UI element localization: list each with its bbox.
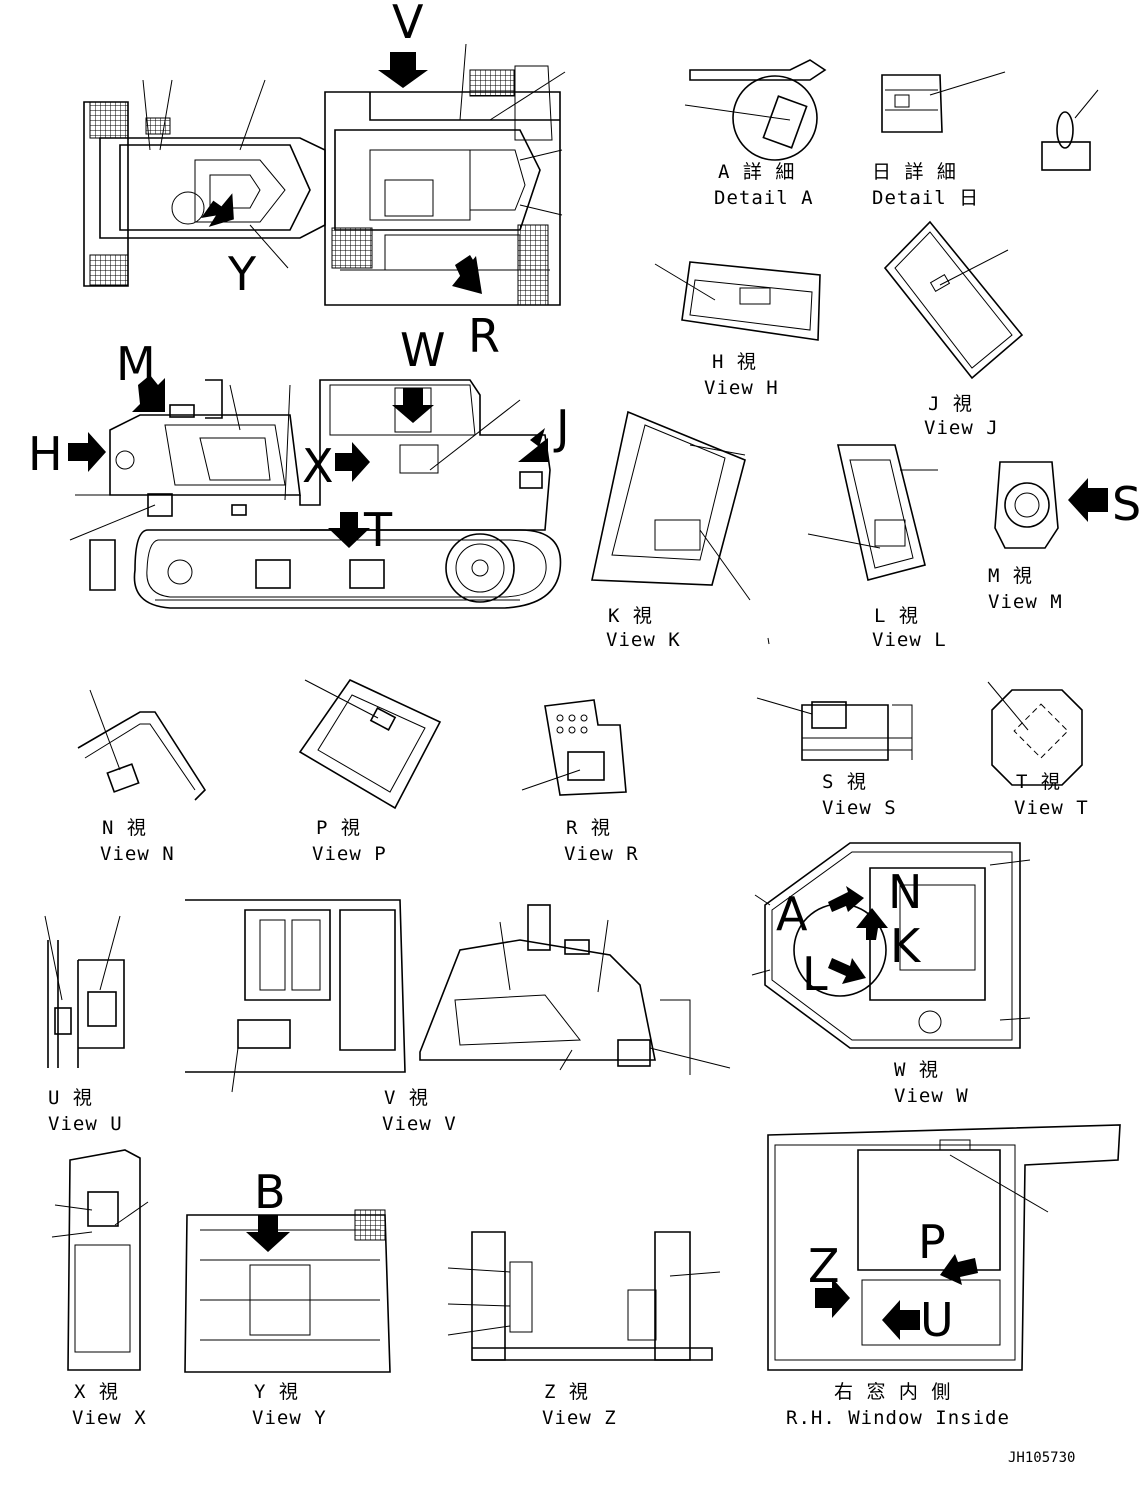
view-en-view-x: View X bbox=[72, 1407, 147, 1429]
view-letter-w: W bbox=[400, 323, 445, 377]
view-en-view-r: View R bbox=[564, 843, 639, 865]
view-jp-view-u: U 視 bbox=[48, 1087, 93, 1109]
view-en-view-v: View V bbox=[382, 1113, 457, 1135]
view-en-view-u: View U bbox=[48, 1113, 123, 1135]
view-p-drawing bbox=[298, 678, 442, 810]
view-letter-x: X bbox=[302, 439, 334, 493]
view-r-drawing bbox=[521, 699, 627, 796]
view-h-drawing bbox=[654, 261, 821, 341]
view-jp-view-v: V 視 bbox=[384, 1087, 429, 1109]
drawing-number: JH105730 bbox=[1008, 1450, 1075, 1466]
view-letter-h: H bbox=[28, 427, 63, 481]
view-letter-j: J bbox=[553, 400, 570, 454]
view-en-view-j: View J bbox=[924, 417, 999, 439]
view-letter-n: N bbox=[888, 865, 922, 919]
view-jp-view-s: S 視 bbox=[822, 771, 867, 793]
view-letter-z: Z bbox=[808, 1239, 840, 1293]
view-en-view-s: View S bbox=[822, 797, 897, 819]
view-letter-m: M bbox=[116, 337, 156, 391]
view-jp-view-k: K 視 bbox=[608, 605, 653, 627]
view-z-drawing bbox=[447, 1231, 721, 1361]
side-view-drawing bbox=[68, 375, 562, 609]
view-letter-u: U bbox=[920, 1293, 954, 1347]
view-letter-t: T bbox=[363, 503, 393, 557]
view-en-detail-a: Detail A bbox=[714, 187, 814, 209]
view-en-view-m: View M bbox=[988, 591, 1063, 613]
view-en-view-y: View Y bbox=[252, 1407, 327, 1429]
view-jp-detail-nichi: 日 詳 細 bbox=[872, 161, 957, 183]
view-letter-v: V bbox=[392, 0, 424, 49]
view-y-drawing bbox=[184, 1209, 391, 1373]
view-en-view-t: View T bbox=[1014, 797, 1089, 819]
view-t-drawing bbox=[987, 681, 1083, 786]
view-en-view-h: View H bbox=[704, 377, 779, 399]
view-letter-y: Y bbox=[227, 247, 257, 301]
view-s-drawing bbox=[756, 697, 913, 761]
view-jp-view-t: T 視 bbox=[1016, 771, 1061, 793]
view-w-drawing bbox=[751, 842, 1031, 1049]
view-letter-a: A bbox=[776, 887, 808, 941]
view-u-drawing bbox=[44, 915, 125, 1068]
view-en-view-k: View K bbox=[606, 629, 681, 651]
top-view-drawing bbox=[83, 43, 566, 306]
view-en-view-p: View P bbox=[312, 843, 387, 865]
view-jp-view-z: Z 視 bbox=[544, 1381, 589, 1403]
view-en-view-n: View N bbox=[100, 843, 175, 865]
detail-a-drawing bbox=[684, 59, 827, 161]
view-letter-k: K bbox=[890, 919, 922, 973]
view-jp-window-inside: 右 窓 内 側 bbox=[834, 1381, 951, 1403]
view-jp-view-m: M 視 bbox=[988, 565, 1033, 587]
view-k-drawing bbox=[591, 410, 751, 601]
view-en-detail-nichi: Detail 日 bbox=[872, 187, 979, 209]
view-m-drawing bbox=[994, 461, 1108, 549]
detail-nichi-drawing bbox=[881, 71, 1006, 133]
view-en-window-inside: R.H. Window Inside bbox=[786, 1407, 1010, 1429]
view-j-drawing bbox=[883, 220, 1024, 380]
view-jp-view-p: P 視 bbox=[316, 817, 361, 839]
view-jp-view-j: J 視 bbox=[928, 393, 973, 415]
view-l-drawing bbox=[807, 444, 938, 581]
view-en-view-w: View W bbox=[894, 1085, 969, 1107]
view-jp-view-x: X 視 bbox=[74, 1381, 119, 1403]
view-v-drawing bbox=[185, 899, 731, 1093]
window-inside-drawing bbox=[767, 1124, 1121, 1371]
view-letter-l: L bbox=[802, 947, 828, 1001]
view-x-drawing bbox=[51, 1149, 149, 1371]
view-jp-view-h: H 視 bbox=[712, 351, 757, 373]
view-jp-view-r: R 視 bbox=[566, 817, 611, 839]
view-letter-s: S bbox=[1112, 477, 1141, 531]
view-letter-r: R bbox=[468, 309, 500, 363]
view-en-view-z: View Z bbox=[542, 1407, 617, 1429]
view-letter-b: B bbox=[254, 1165, 286, 1219]
view-jp-view-w: W 視 bbox=[894, 1059, 939, 1081]
view-jp-detail-a: A 詳 細 bbox=[718, 161, 795, 183]
view-jp-view-y: Y 視 bbox=[254, 1381, 299, 1403]
view-jp-view-n: N 視 bbox=[102, 817, 147, 839]
view-jp-view-l: L 視 bbox=[874, 605, 919, 627]
view-letter-p: P bbox=[918, 1215, 946, 1269]
view-n-drawing bbox=[77, 689, 207, 801]
view-en-view-l: View L bbox=[872, 629, 947, 651]
tag-symbol-drawing bbox=[1041, 89, 1099, 171]
